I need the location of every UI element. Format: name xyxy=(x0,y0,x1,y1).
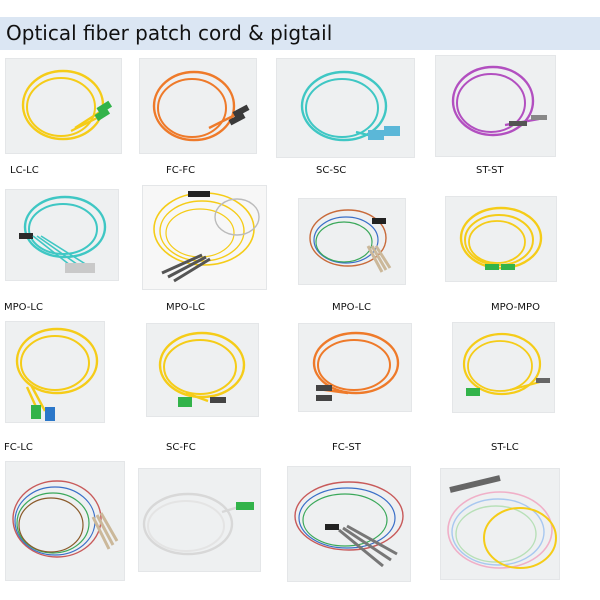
product-photo-sc-fc xyxy=(146,323,259,417)
product-photo-mpo-lc-aqua xyxy=(5,189,119,281)
product-photo-st-lc xyxy=(452,322,555,413)
section-title: Optical fiber patch cord & pigtail xyxy=(6,21,333,45)
caption-fc-fc: FC-FC xyxy=(166,165,196,176)
product-photo-mpo-lc-ribbon xyxy=(298,198,406,285)
caption-sc-fc: SC-FC xyxy=(166,442,196,453)
product-photo-fc-fc xyxy=(139,58,257,154)
section-header: Optical fiber patch cord & pigtail xyxy=(0,17,600,50)
caption-sc-sc: SC-SC xyxy=(316,165,347,176)
product-photo-mpo-lc-fanout xyxy=(142,185,267,290)
product-photo-pastel-pigtail xyxy=(440,468,560,580)
caption-st-lc: ST-LC xyxy=(491,442,519,453)
product-photo-lc-lc xyxy=(5,58,122,154)
caption-mpo-lc-1: MPO-LC xyxy=(4,302,43,313)
product-photo-fc-lc xyxy=(5,321,105,423)
caption-mpo-lc-2: MPO-LC xyxy=(166,302,205,313)
caption-lc-lc: LC-LC xyxy=(10,165,39,176)
product-photo-st-st xyxy=(435,55,556,157)
product-photo-white-pigtail xyxy=(138,468,261,572)
product-photo-fc-st xyxy=(298,323,412,412)
product-photo-sc-sc xyxy=(276,58,415,158)
caption-mpo-mpo: MPO-MPO xyxy=(491,302,540,313)
product-photo-ribbon-pigtail xyxy=(287,466,411,582)
product-photo-color-pigtail-bundle xyxy=(5,461,125,581)
caption-fc-st: FC-ST xyxy=(332,442,361,453)
product-photo-mpo-mpo xyxy=(445,196,557,282)
caption-fc-lc: FC-LC xyxy=(4,442,33,453)
caption-mpo-lc-3: MPO-LC xyxy=(332,302,371,313)
caption-st-st: ST-ST xyxy=(476,165,504,176)
